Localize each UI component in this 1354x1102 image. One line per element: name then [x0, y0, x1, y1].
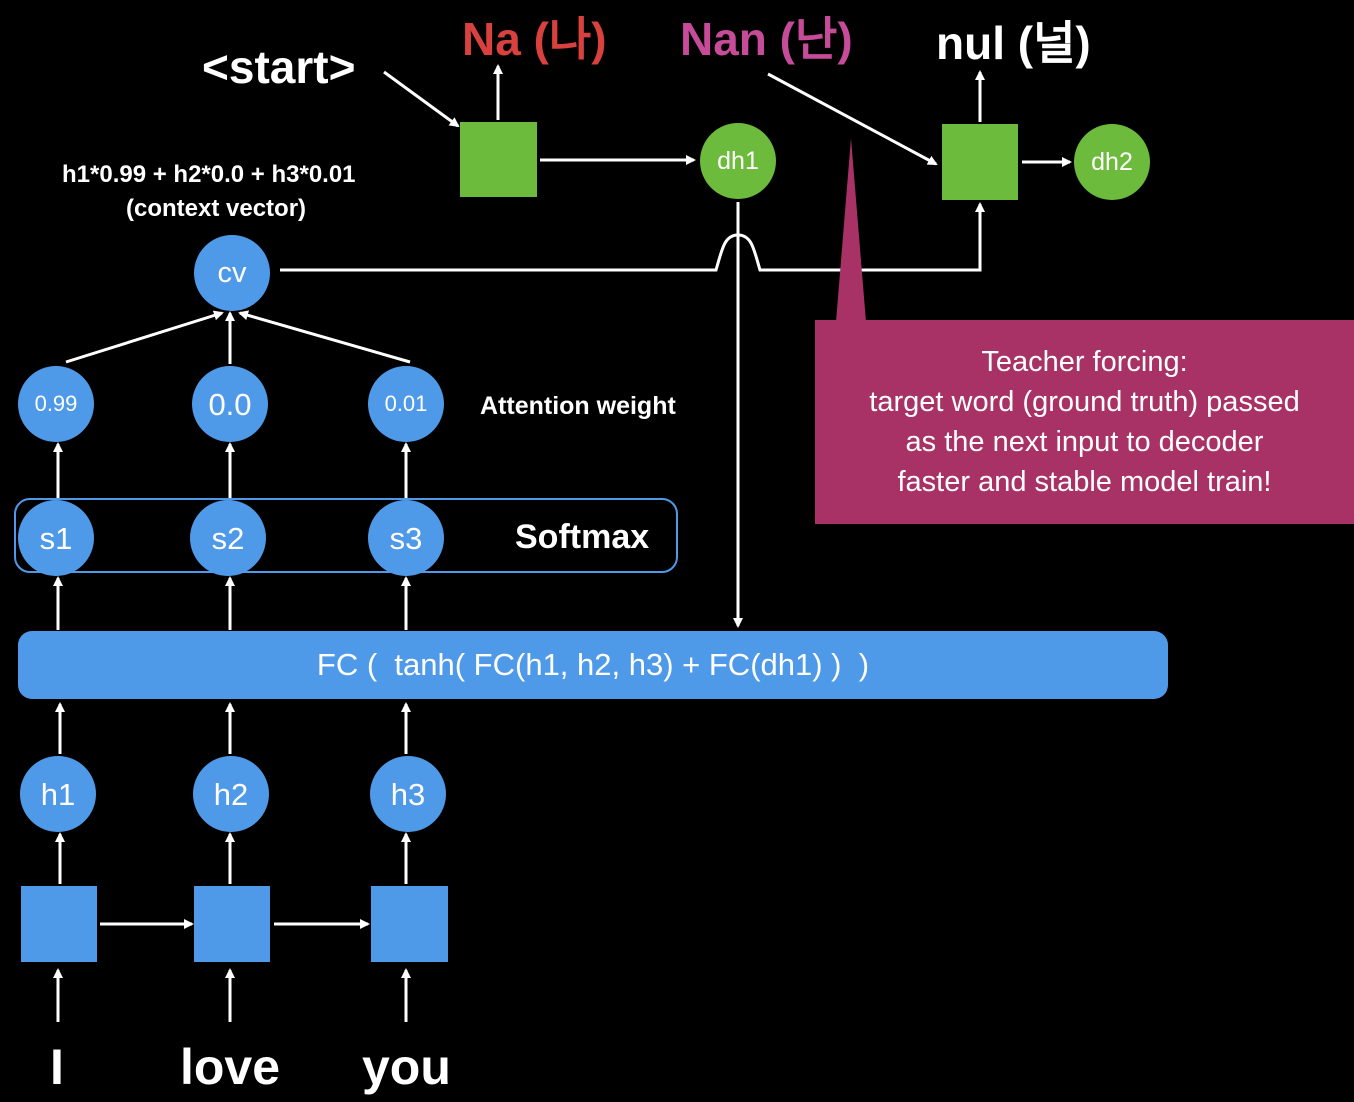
decoder-cell-1: [460, 122, 537, 197]
fc-attention-formula: FC ( tanh( FC(h1, h2, h3) + FC(dh1) ) ): [18, 631, 1168, 699]
callout-pointer: [836, 138, 866, 322]
input-word-i: I: [50, 1039, 64, 1095]
callout-line-2: target word (ground truth) passed: [869, 386, 1300, 418]
attention-weight-3: 0.01: [368, 366, 444, 442]
encoder-cell-2: [194, 886, 270, 962]
decoder-cell-2: [942, 124, 1018, 200]
softmax-score-s1: s1: [18, 500, 94, 576]
input-word-you: you: [362, 1039, 451, 1095]
arrow-w3-to-cv: [238, 310, 411, 364]
attention-weight-label: Attention weight: [480, 392, 676, 420]
context-vector-node: cv: [194, 235, 270, 311]
start-token: <start>: [202, 41, 356, 93]
softmax-box: [14, 498, 678, 573]
softmax-score-s3: s3: [368, 500, 444, 576]
arrow-nan-to-decoder2: [767, 72, 938, 166]
encoder-hidden-h1: h1: [20, 756, 96, 832]
callout-line-1: Teacher forcing:: [981, 346, 1188, 378]
softmax-label: Softmax: [515, 518, 650, 556]
callout-line-4: faster and stable model train!: [897, 466, 1272, 498]
encoder-cell-3: [371, 886, 448, 962]
output-word-nul: nul (널): [936, 17, 1091, 69]
arrow-cv-to-decoder2: [280, 202, 985, 272]
arrow-start-to-decoder1: [383, 70, 460, 128]
callout-line-3: as the next input to decoder: [905, 426, 1264, 458]
encoder-hidden-h2: h2: [193, 756, 269, 832]
input-word-love: love: [180, 1039, 281, 1095]
encoder-hidden-h3: h3: [370, 756, 446, 832]
decoder-state-dh1: dh1: [700, 123, 776, 199]
encoder-cell-1: [21, 886, 97, 962]
context-formula: h1*0.99 + h2*0.0 + h3*0.01: [62, 161, 356, 188]
context-caption: (context vector): [126, 195, 307, 222]
softmax-score-s2: s2: [190, 500, 266, 576]
decoder-state-dh2: dh2: [1074, 124, 1150, 200]
output-word-nan: Nan (난): [680, 13, 853, 65]
arrow-w1-to-cv: [65, 310, 224, 364]
output-word-na: Na (나): [462, 13, 607, 65]
attention-weight-2: 0.0: [192, 366, 268, 442]
teacher-forcing-callout: Teacher forcing: target word (ground tru…: [815, 320, 1354, 524]
attention-weight-1: 0.99: [18, 366, 94, 442]
